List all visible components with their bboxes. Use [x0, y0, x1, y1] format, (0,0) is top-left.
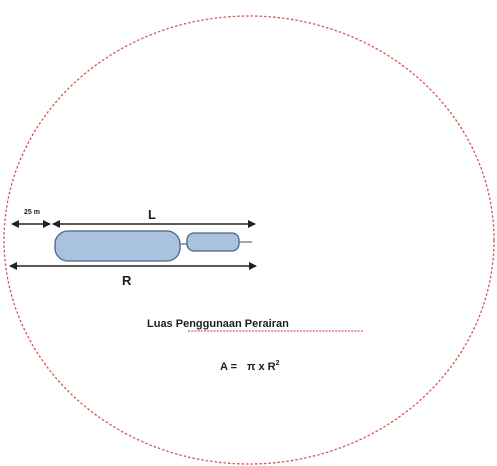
barge-shape [54, 230, 181, 262]
area-caption: Luas Penggunaan Perairan [147, 318, 289, 330]
offset-label: 25 m [24, 209, 40, 216]
area-caption-prefix: Luas [147, 318, 176, 330]
area-caption-underlined: Penggunaan Perairan [176, 318, 289, 330]
water-use-area-circle [3, 15, 495, 465]
formula-exponent: 2 [276, 360, 280, 367]
area-formula: A = π x R2 [220, 360, 280, 373]
tugboat-shape [186, 232, 240, 252]
radius-label: R [122, 273, 132, 288]
length-label: L [148, 207, 156, 222]
formula-rhs: π x R [247, 361, 276, 373]
formula-lhs: A = [220, 361, 237, 373]
